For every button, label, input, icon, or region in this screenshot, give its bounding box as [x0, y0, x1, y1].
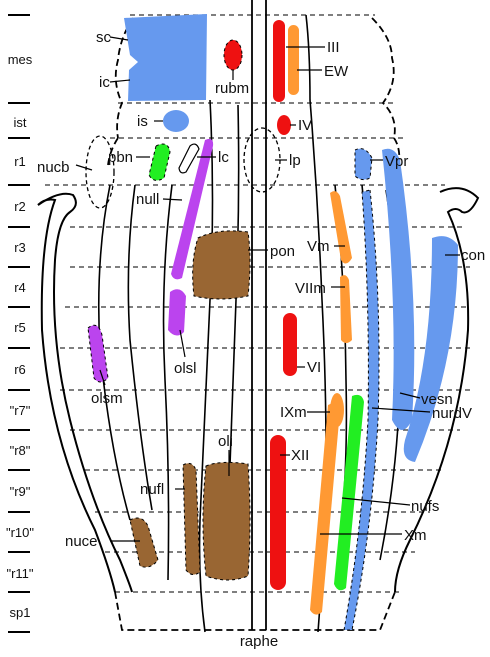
label-vesn: vesn: [421, 391, 453, 408]
segment-label-r4: r4: [14, 280, 26, 295]
nucleus-nufl: [182, 462, 201, 576]
nucleus-vesn: [382, 148, 415, 430]
nucleus-Vpr: [354, 148, 373, 181]
segment-label-r10: "r10": [6, 525, 34, 540]
nucleus-lc: [178, 143, 200, 174]
segment-ticks: [8, 14, 30, 633]
nucleus-nufs: [334, 394, 364, 591]
label-Vpr: Vpr: [385, 153, 408, 170]
label-nufs: nufs: [411, 498, 439, 515]
nucleus-pbn: [148, 143, 171, 181]
label-raphe: raphe: [240, 633, 278, 650]
label-olsm: olsm: [91, 390, 123, 407]
segment-label-mes: mes: [8, 52, 33, 67]
segment-label-r6: r6: [14, 362, 26, 377]
label-rubm: rubm: [215, 80, 249, 97]
nucleus-VIIm: [340, 275, 352, 343]
label-nucb: nucb: [37, 159, 70, 176]
label-olsl: olsl: [174, 360, 197, 377]
label-ic: ic: [99, 74, 110, 91]
nucleus-null: [171, 138, 214, 280]
label-III: III: [327, 39, 340, 56]
nucleus-olsm: [87, 324, 109, 383]
label-lp: lp: [289, 152, 301, 169]
nucleus-EW: [288, 25, 299, 95]
label-nufl: nufl: [140, 481, 164, 498]
label-pon: pon: [270, 243, 295, 260]
tectum-sc-ic: [124, 14, 207, 101]
label-null: null: [136, 191, 159, 208]
nucleus-oli: [202, 461, 251, 581]
nucleus-XII: [270, 435, 286, 590]
nucleus-olsl: [168, 289, 186, 336]
label-Xm: Xm: [404, 527, 427, 544]
nucleus-nuce: [129, 517, 159, 568]
label-XII: XII: [291, 447, 309, 464]
nucleus-nurdV: [343, 189, 380, 631]
nucleus-Vm: [330, 191, 352, 264]
nucleus-nucb: [85, 135, 115, 209]
segment-label-r9: "r9": [10, 484, 31, 499]
segment-label-r7: "r7": [10, 403, 31, 418]
leader-lines: [75, 36, 460, 542]
label-lc: lc: [218, 149, 229, 166]
label-IV: IV: [298, 117, 312, 134]
label-VIIm: VIIm: [295, 280, 326, 297]
brain-outline: [107, 17, 401, 631]
segment-label-r3: r3: [14, 240, 26, 255]
label-is: is: [137, 113, 148, 130]
segment-label-r11: "r11": [6, 566, 33, 581]
segment-label-r1: r1: [14, 154, 26, 169]
label-sc: sc: [96, 29, 112, 46]
label-nuce: nuce: [65, 533, 98, 550]
segment-label-r5: r5: [14, 320, 26, 335]
label-nurdV: nurdV: [432, 405, 472, 422]
segment-label-r2: r2: [14, 199, 26, 214]
raphe-lines: [251, 0, 267, 630]
label-con: con: [461, 247, 485, 264]
label-Vm: Vm: [307, 238, 330, 255]
nucleus-III: [273, 20, 285, 102]
nucleus-Xm: [310, 403, 340, 615]
nucleus-con: [403, 236, 458, 462]
segment-label-r8: "r8": [10, 443, 31, 458]
label-oli: oli: [218, 433, 233, 450]
label-EW: EW: [324, 63, 349, 80]
nucleus-rubm: [223, 39, 243, 71]
segment-label-sp1: sp1: [10, 605, 31, 620]
nucleus-pon: [192, 230, 251, 300]
nucleus-IV: [277, 115, 291, 135]
label-VI: VI: [307, 359, 321, 376]
nucleus-VI: [283, 313, 297, 376]
segment-label-ist: ist: [14, 115, 27, 130]
label-pbn: pbn: [108, 149, 133, 166]
nucleus-is: [163, 110, 189, 132]
outer-walls: [37, 187, 480, 593]
label-IXm: IXm: [280, 404, 307, 421]
